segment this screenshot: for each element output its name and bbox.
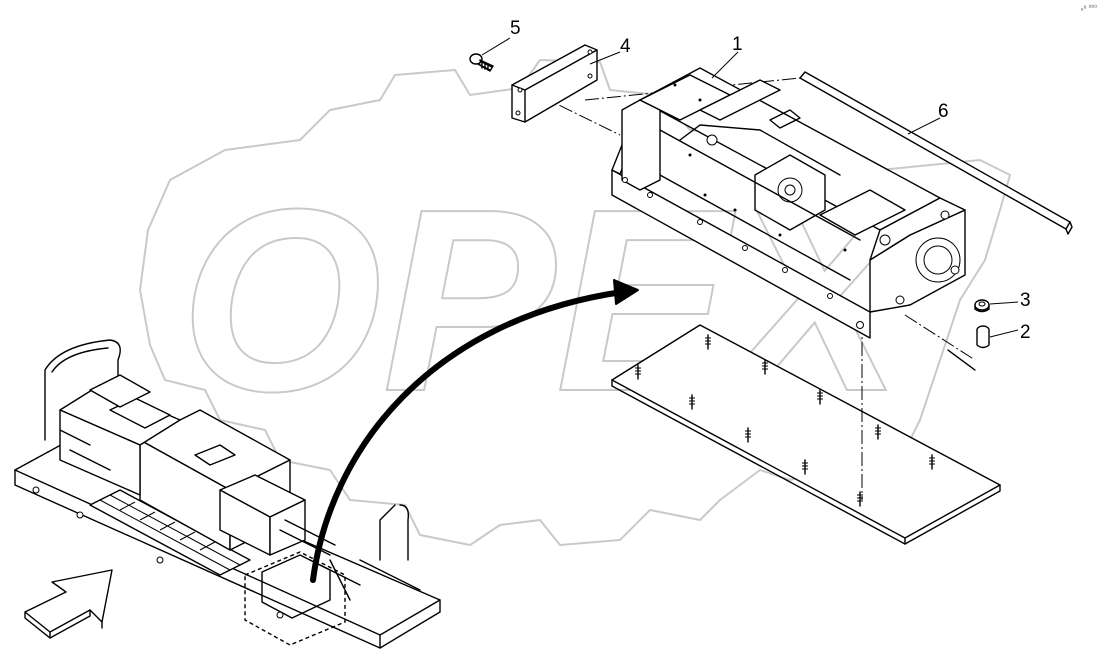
frame-part-1	[611, 67, 966, 339]
direction-arrow	[24, 569, 113, 639]
callout-4: 4	[620, 36, 631, 57]
callout-3: 3	[1020, 290, 1031, 311]
callout-5: 5	[510, 18, 521, 39]
callout-labels: 1 2 3 4 5 6	[510, 18, 1031, 343]
callout-2: 2	[1020, 322, 1031, 343]
reference-arrow	[310, 279, 639, 583]
callout-6: 6	[938, 101, 949, 122]
leader-lines	[481, 37, 1019, 338]
nut-part-3	[974, 299, 990, 313]
corner-mark: ₈⁸ ⁰⁰⁰	[1080, 5, 1097, 12]
spacer-part-2	[976, 325, 990, 349]
machine-overview	[14, 339, 441, 649]
base-plate	[611, 324, 1001, 545]
bar-part-6	[799, 71, 1073, 235]
mounting-studs	[635, 334, 935, 507]
bolt-part-5	[469, 53, 494, 72]
cover-plate-part-4	[511, 44, 598, 123]
callout-1: 1	[732, 34, 743, 55]
